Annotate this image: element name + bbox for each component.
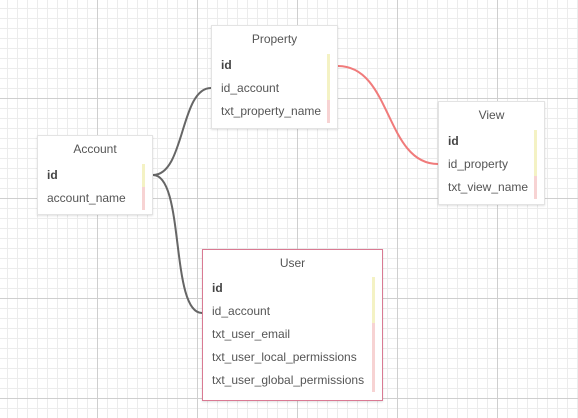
key-bar — [327, 77, 330, 100]
entity-property[interactable]: Property id id_account txt_property_name — [211, 25, 338, 129]
field-row[interactable]: id_property — [439, 153, 544, 176]
field-row[interactable]: id — [203, 277, 382, 300]
field-list: id id_account txt_user_email txt_user_lo… — [203, 276, 382, 392]
link-property-view[interactable] — [337, 65, 439, 165]
field-row[interactable]: account_name — [38, 187, 152, 210]
field-name: id_account — [221, 81, 280, 95]
field-row[interactable]: id_account — [212, 77, 337, 100]
field-row[interactable]: id — [38, 164, 152, 187]
entity-view[interactable]: View id id_property txt_view_name — [438, 101, 545, 205]
key-bar — [327, 54, 330, 77]
field-row[interactable]: txt_user_global_permissions — [203, 369, 382, 392]
field-name: txt_user_global_permissions — [212, 373, 365, 387]
field-name: txt_user_email — [212, 327, 291, 341]
field-row[interactable]: id — [212, 54, 337, 77]
field-row[interactable]: txt_view_name — [439, 176, 544, 199]
key-bar — [372, 277, 375, 300]
field-name: txt_view_name — [448, 180, 529, 194]
field-name: id — [448, 134, 459, 148]
field-row[interactable]: id — [439, 130, 544, 153]
field-row[interactable]: txt_user_local_permissions — [203, 346, 382, 369]
field-row[interactable]: txt_property_name — [212, 100, 337, 123]
field-list: id id_property txt_view_name — [439, 128, 544, 199]
field-name: account_name — [47, 191, 126, 205]
field-name: id — [212, 281, 223, 295]
entity-title: Account — [73, 142, 117, 156]
field-list: id id_account txt_property_name — [212, 52, 337, 123]
entity-user[interactable]: User id id_account txt_user_email txt_us… — [202, 249, 383, 401]
entity-account[interactable]: Account id account_name — [37, 135, 153, 215]
field-bar — [372, 323, 375, 346]
field-bar — [534, 176, 537, 199]
field-name: txt_user_local_permissions — [212, 350, 357, 364]
field-row[interactable]: id_account — [203, 300, 382, 323]
entity-title: User — [279, 256, 306, 270]
entity-title: View — [478, 108, 505, 122]
key-bar — [534, 153, 537, 176]
field-name: txt_property_name — [221, 104, 322, 118]
field-bar — [372, 346, 375, 369]
entity-title: Property — [251, 32, 298, 46]
field-name: id — [221, 58, 232, 72]
link-account-user[interactable] — [152, 174, 203, 314]
field-row[interactable]: txt_user_email — [203, 323, 382, 346]
field-bar — [372, 369, 375, 392]
link-account-property[interactable] — [152, 87, 212, 176]
field-list: id account_name — [38, 162, 152, 210]
field-name: id_property — [448, 157, 509, 171]
key-bar — [372, 300, 375, 323]
key-bar — [534, 130, 537, 153]
field-bar — [142, 187, 145, 210]
field-bar — [327, 100, 330, 123]
key-bar — [142, 164, 145, 187]
field-name: id — [47, 168, 58, 182]
field-name: id_account — [212, 304, 271, 318]
